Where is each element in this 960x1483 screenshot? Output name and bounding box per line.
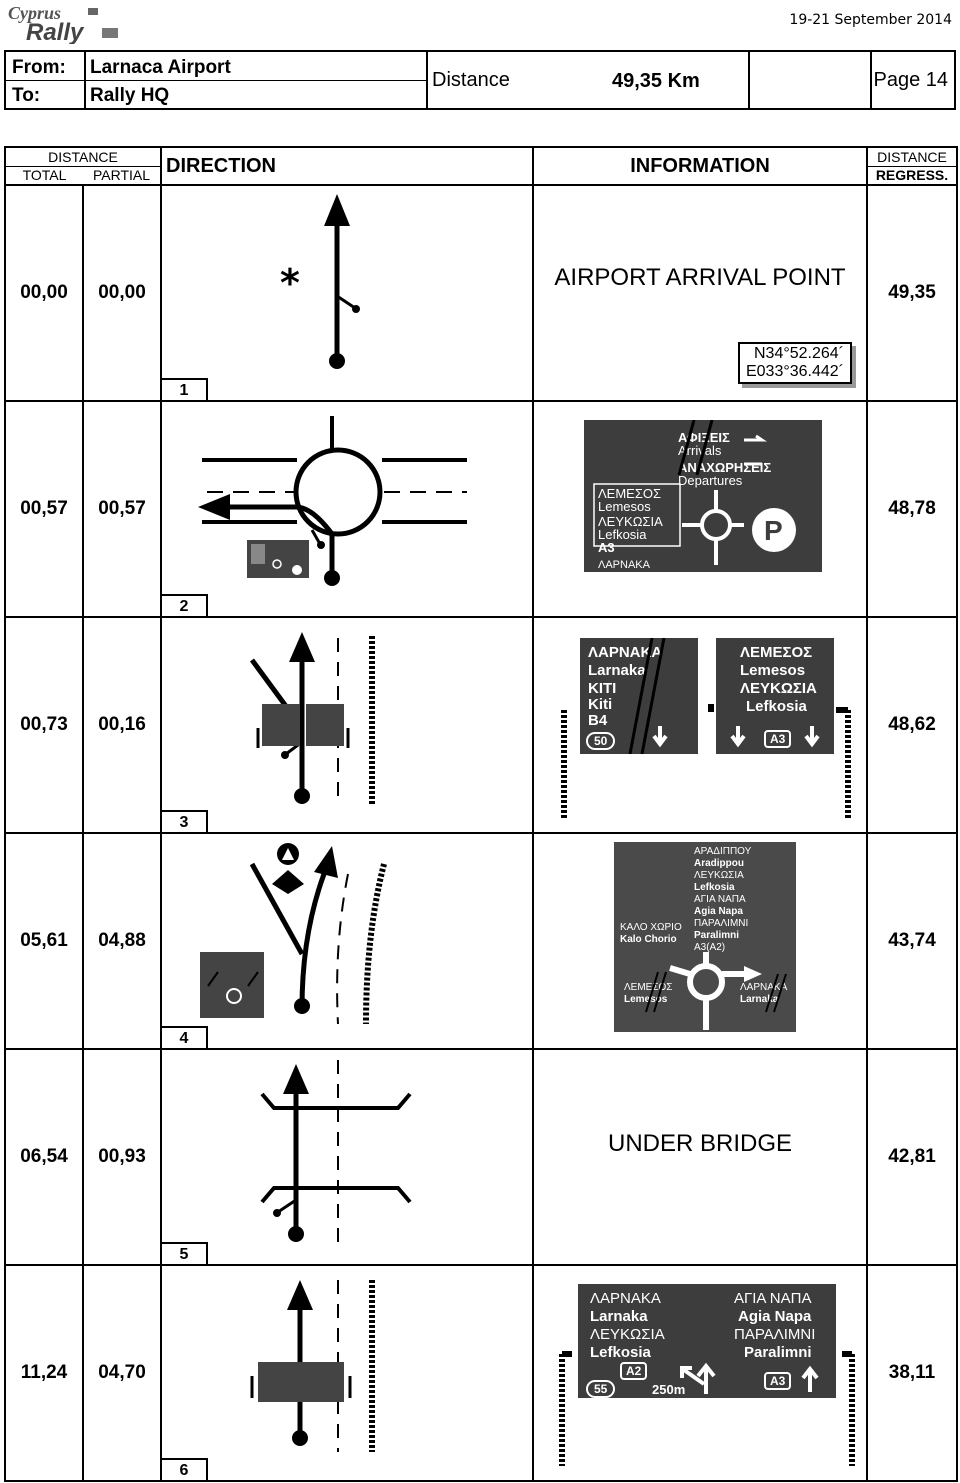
table-row: 11,24 04,70 6 ΛΑΡΝΑΚΑ <box>4 1264 958 1482</box>
partial-distance: 00,16 <box>82 616 162 834</box>
lemesos-lefkosia-sign: ΛΕΜΕΣΟΣ Lemesos ΛΕΥΚΩΣΙΑ Lefkosia A3 <box>716 638 834 754</box>
total-distance: 06,54 <box>4 1048 84 1266</box>
airport-sign: ΑΦΙΞΕΙΣ Arrivals ΑΝΑΧΩΡΗΣΕΙΣ Departures … <box>584 420 822 572</box>
tulip-diagram <box>249 632 375 804</box>
information-cell: UNDER BRIDGE <box>532 1048 868 1266</box>
direction-cell: 4 <box>160 832 534 1050</box>
table-row: 00,00 00,00 1 * AIRPORT ARRIVAL POINT N3… <box>4 184 958 402</box>
regress-distance: 49,35 <box>866 184 958 402</box>
info-text: UNDER BRIDGE <box>607 1130 793 1157</box>
partial-distance: 00,93 <box>82 1048 162 1266</box>
total-distance: 05,61 <box>4 832 84 1050</box>
step-number: 5 <box>162 1242 208 1264</box>
partial-distance: 04,70 <box>82 1264 162 1482</box>
tulip-diagram <box>200 843 387 1025</box>
total-header: TOTAL <box>22 166 67 183</box>
direction-cell: 1 * <box>160 184 534 402</box>
information-cell: ΑΡΑΔΙΠΠΟΥ Aradippou ΛΕΥΚΩΣΙΑ Lefkosia ΑΓ… <box>532 832 868 1050</box>
rally-logo: Cyprus Rally <box>6 2 124 44</box>
partial-distance: 00,00 <box>82 184 162 402</box>
table-row: 00,57 00,57 2 <box>4 400 958 618</box>
gps-north: N34°52.264´ <box>753 345 844 362</box>
route-header: From: Larnaca Airport To: Rally HQ Dista… <box>4 50 956 110</box>
event-date: 19-21 September 2014 <box>789 12 952 28</box>
direction-header: DIRECTION <box>160 146 534 186</box>
step-number: 1 <box>162 378 208 400</box>
tulip-diagram: * <box>280 194 360 369</box>
svg-text:P: P <box>764 515 783 546</box>
gps-east: E033°36.442´ <box>745 363 844 380</box>
regress-distance: 42,81 <box>866 1048 958 1266</box>
table-row: 06,54 00,93 5 UNDER BRIDGE 42,81 <box>4 1048 958 1266</box>
regress-header: REGRESS. <box>875 166 949 183</box>
tulip-diagram <box>198 416 467 586</box>
svg-text:Rally: Rally <box>26 19 85 44</box>
from-label: From: <box>12 57 66 78</box>
information-cell: ΛΑΡΝΑΚΑ Larnaka ΛΕΥΚΩΣΙΑ Lefkosia A2 55 … <box>532 1264 868 1482</box>
to-label: To: <box>12 85 41 106</box>
step-number: 4 <box>162 1026 208 1048</box>
partial-distance: 04,88 <box>82 832 162 1050</box>
partial-header: PARTIAL <box>92 166 151 183</box>
step-number: 2 <box>162 594 208 616</box>
table-header: DISTANCE TOTAL PARTIAL DIRECTION INFORMA… <box>4 146 958 186</box>
regress-distance: 48,62 <box>866 616 958 834</box>
information-cell: ΑΦΙΞΕΙΣ Arrivals ΑΝΑΧΩΡΗΣΕΙΣ Departures … <box>532 400 868 618</box>
direction-cell: 2 <box>160 400 534 618</box>
regress-distance: 48,78 <box>866 400 958 618</box>
total-distance: 00,00 <box>4 184 84 402</box>
tulip-diagram <box>250 1280 375 1452</box>
roadbook-table: DISTANCE TOTAL PARTIAL DIRECTION INFORMA… <box>4 146 958 1482</box>
total-distance: 11,24 <box>4 1264 84 1482</box>
regress-distance: 43,74 <box>866 832 958 1050</box>
information-header: INFORMATION <box>532 146 868 186</box>
information-cell: ΛΑΡΝΑΚΑ Larnaka ΚΙΤΙ Kiti B4 50 ΛΕΜΕΣΟΣ … <box>532 616 868 834</box>
step-number: 3 <box>162 810 208 832</box>
step-number: 6 <box>162 1458 208 1480</box>
svg-text:Cyprus: Cyprus <box>8 3 61 23</box>
to-value: Rally HQ <box>90 85 170 106</box>
direction-cell: 5 <box>160 1048 534 1266</box>
page-number: Page 14 <box>873 69 948 91</box>
distance-regress-header: DISTANCE <box>868 149 956 167</box>
svg-text:*: * <box>280 261 300 305</box>
aradippou-sign: ΑΡΑΔΙΠΠΟΥ Aradippou ΛΕΥΚΩΣΙΑ Lefkosia ΑΓ… <box>614 842 796 1032</box>
direction-cell: 6 <box>160 1264 534 1482</box>
from-value: Larnaca Airport <box>90 57 231 78</box>
info-text: AIRPORT ARRIVAL POINT <box>554 264 846 291</box>
gps-coordinates: N34°52.264´ E033°36.442´ <box>737 342 852 384</box>
table-row: 00,73 00,16 3 <box>4 616 958 834</box>
total-distance: 00,73 <box>4 616 84 834</box>
distance-label: Distance <box>432 69 510 91</box>
total-distance: 00,57 <box>4 400 84 618</box>
table-row: 05,61 04,88 4 ΑΡΑΔΙΠΠΟΥ <box>4 832 958 1050</box>
larnaka-agia-napa-sign: ΛΑΡΝΑΚΑ Larnaka ΛΕΥΚΩΣΙΑ Lefkosia A2 55 … <box>578 1284 836 1398</box>
larnaka-kiti-sign: ΛΑΡΝΑΚΑ Larnaka ΚΙΤΙ Kiti B4 50 <box>580 638 698 754</box>
direction-cell: 3 <box>160 616 534 834</box>
distance-value: 49,35 Km <box>612 70 700 92</box>
tulip-diagram <box>260 1060 412 1250</box>
distance-header: DISTANCE <box>6 149 160 167</box>
information-cell: AIRPORT ARRIVAL POINT N34°52.264´ E033°3… <box>532 184 868 402</box>
partial-distance: 00,57 <box>82 400 162 618</box>
regress-distance: 38,11 <box>866 1264 958 1482</box>
